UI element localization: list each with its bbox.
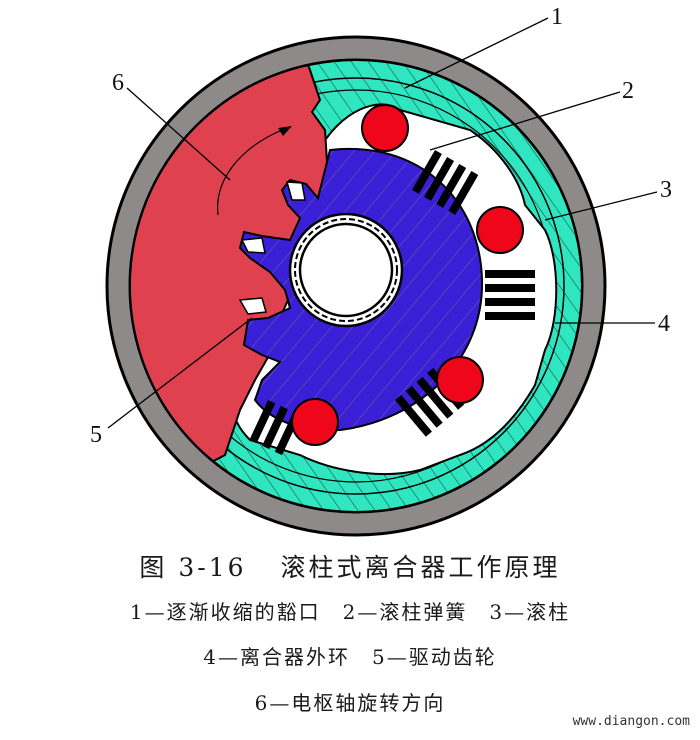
arrowhead-icon bbox=[278, 126, 292, 136]
leader-lines bbox=[107, 17, 658, 429]
drive-gear bbox=[238, 147, 484, 432]
legend-row-1: 1—逐渐收缩的豁口 2—滚柱弹簧 3—滚柱 bbox=[0, 596, 700, 625]
callout-6: 6 bbox=[112, 70, 124, 96]
roller-2 bbox=[476, 206, 524, 254]
roller-3 bbox=[436, 356, 484, 404]
legend-item-1: 1—逐渐收缩的豁口 bbox=[129, 600, 321, 624]
legend-item-5: 5—驱动齿轮 bbox=[372, 645, 497, 669]
rollers bbox=[291, 104, 524, 446]
legend-item-6: 6—电枢轴旋转方向 bbox=[254, 691, 446, 715]
callout-4: 4 bbox=[658, 311, 670, 337]
figure-title: 滚柱式离合器工作原理 bbox=[280, 553, 561, 582]
legend-item-4: 4—离合器外环 bbox=[203, 645, 350, 669]
callout-2: 2 bbox=[622, 78, 634, 104]
rotation-direction-arrow bbox=[217, 129, 283, 216]
roller-clutch-diagram: 1 2 3 4 5 6 bbox=[90, 4, 672, 537]
callout-1: 1 bbox=[551, 4, 563, 30]
callout-5: 5 bbox=[90, 422, 102, 448]
legend-item-2: 2—滚柱弹簧 bbox=[342, 600, 468, 624]
roller-4 bbox=[291, 398, 339, 446]
legend-row-2: 4—离合器外环 5—驱动齿轮 bbox=[0, 641, 700, 670]
callout-3: 3 bbox=[660, 177, 672, 203]
figure-caption: 图 3-16 滚柱式离合器工作原理 bbox=[0, 548, 700, 584]
watermark: www.diangon.com bbox=[572, 714, 690, 729]
legend-item-3: 3—滚柱 bbox=[489, 600, 571, 624]
roller-1 bbox=[361, 104, 409, 152]
legend-row-3: 6—电枢轴旋转方向 bbox=[0, 687, 700, 716]
figure-number: 图 3-16 bbox=[139, 553, 247, 582]
